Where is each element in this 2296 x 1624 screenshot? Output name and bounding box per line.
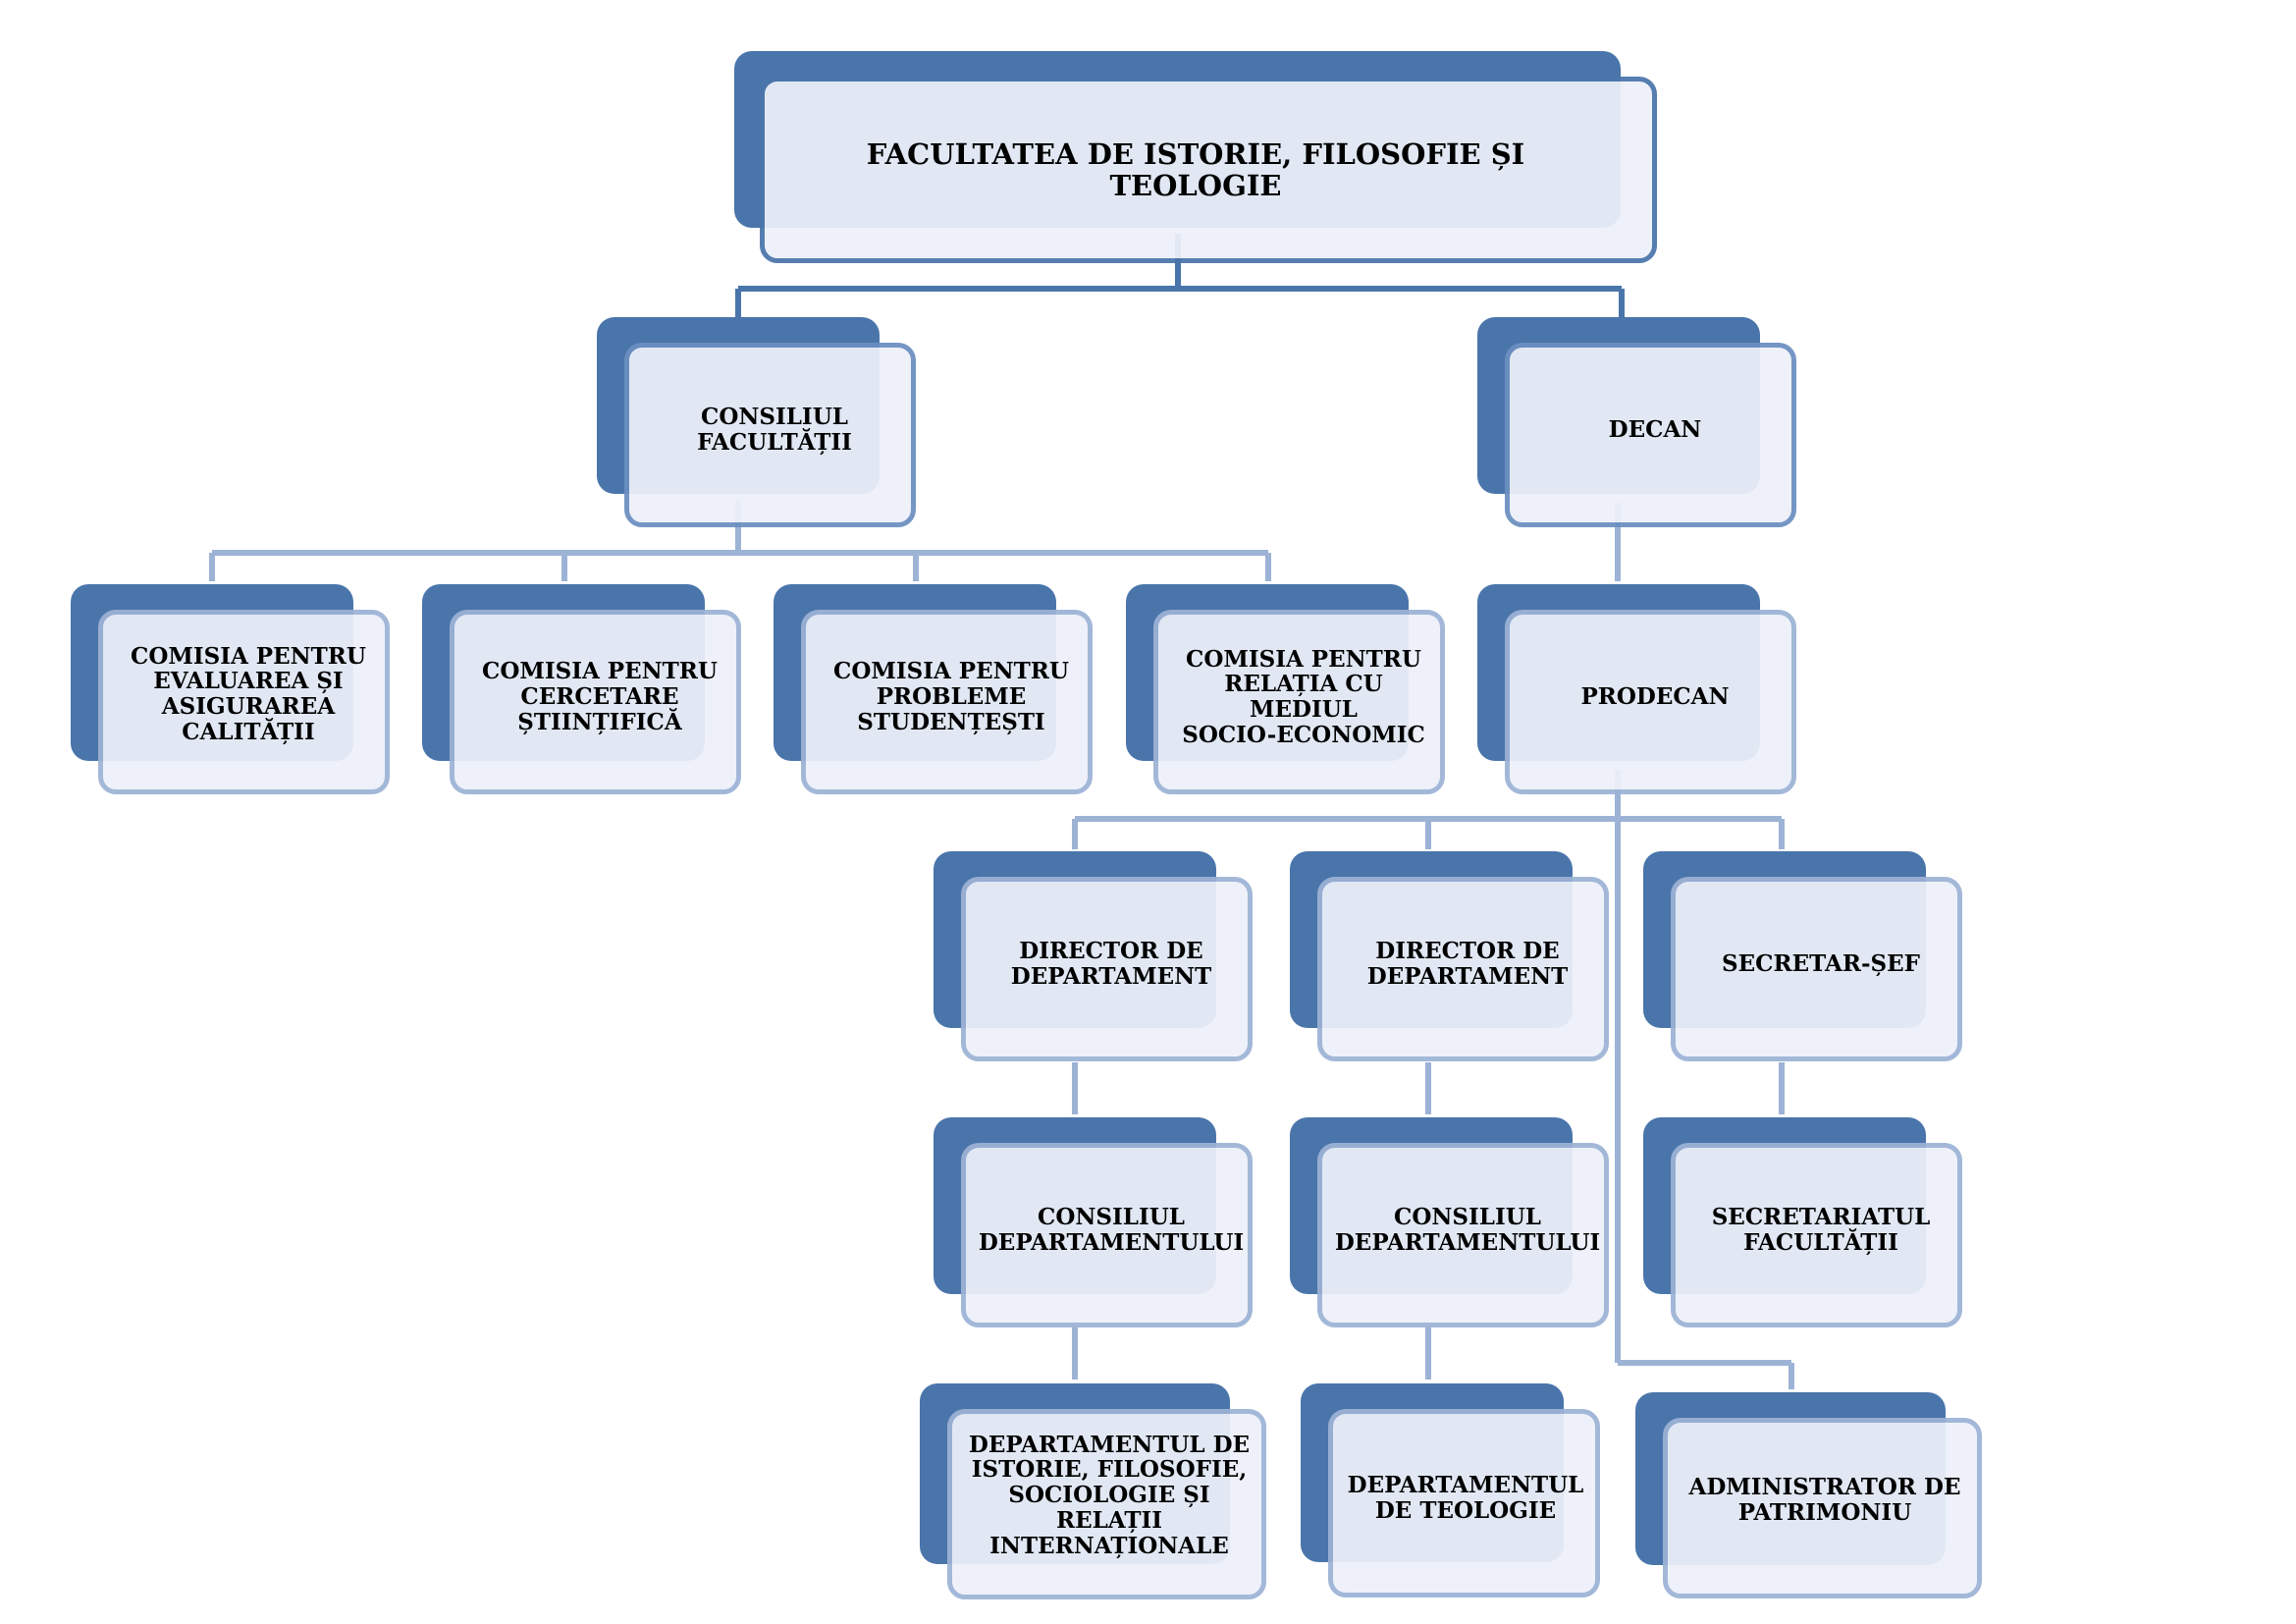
node-director-2-label: DIRECTOR DE DEPARTAMENT (1366, 938, 1569, 990)
node-dept-council-2: CONSILIUL DEPARTAMENTULUI (1290, 1117, 1609, 1327)
node-director-2: DIRECTOR DE DEPARTAMENT (1290, 851, 1609, 1061)
node-commission-quality: COMISIA PENTRU EVALUAREA ȘI ASIGURAREA C… (71, 584, 390, 794)
node-dept-history: DEPARTAMENTUL DE ISTORIE, FILOSOFIE, SOC… (920, 1383, 1266, 1599)
node-faculty: FACULTATEA DE ISTORIE, FILOSOFIE ȘI TEOL… (734, 51, 1657, 263)
node-dept-history-label: DEPARTAMENTUL DE ISTORIE, FILOSOFIE, SOC… (968, 1431, 1251, 1559)
node-dept-council-1: CONSILIUL DEPARTAMENTULUI (934, 1117, 1253, 1327)
node-director-1: DIRECTOR DE DEPARTAMENT (934, 851, 1253, 1061)
node-patrimony-admin: ADMINISTRATOR DE PATRIMONIU (1635, 1392, 1982, 1598)
node-commission-research-label: COMISIA PENTRU CERCETARE ȘTIINȚIFICĂ (482, 658, 718, 735)
node-commission-socio: COMISIA PENTRU RELAȚIA CU MEDIUL SOCIO-E… (1126, 584, 1445, 794)
node-dept-theology: DEPARTAMENTUL DE TEOLOGIE (1301, 1383, 1600, 1597)
node-dept-theology-label: DEPARTAMENTUL DE TEOLOGIE (1347, 1472, 1584, 1524)
node-commission-research: COMISIA PENTRU CERCETARE ȘTIINȚIFICĂ (422, 584, 741, 794)
node-secretariat: SECRETARIATUL FACULTĂȚII (1643, 1117, 1962, 1327)
node-commission-quality-label: COMISIA PENTRU EVALUAREA ȘI ASIGURAREA C… (131, 642, 366, 745)
node-vice-dean: PRODECAN (1477, 584, 1796, 794)
node-vice-dean-label: PRODECAN (1580, 683, 1730, 711)
node-director-1-label: DIRECTOR DE DEPARTAMENT (1010, 938, 1212, 990)
node-commission-students-label: COMISIA PENTRU PROBLEME STUDENȚEȘTI (833, 658, 1069, 735)
node-council: CONSILIUL FACULTĂȚII (597, 317, 916, 527)
node-dean-label: DECAN (1608, 416, 1702, 444)
node-commission-students: COMISIA PENTRU PROBLEME STUDENȚEȘTI (774, 584, 1093, 794)
node-chief-secretary: SECRETAR-ȘEF (1643, 851, 1962, 1061)
node-commission-socio-label: COMISIA PENTRU RELAȚIA CU MEDIUL SOCIO-E… (1182, 645, 1425, 748)
node-dean: DECAN (1477, 317, 1796, 527)
node-dept-council-1-label: CONSILIUL DEPARTAMENTULUI (978, 1204, 1245, 1256)
node-dept-council-2-label: CONSILIUL DEPARTAMENTULUI (1334, 1204, 1601, 1256)
node-secretariat-label: SECRETARIATUL FACULTĂȚII (1711, 1204, 1931, 1256)
node-chief-secretary-label: SECRETAR-ȘEF (1722, 950, 1920, 978)
node-patrimony-admin-label: ADMINISTRATOR DE PATRIMONIU (1688, 1474, 1961, 1526)
node-faculty-label: FACULTATEA DE ISTORIE, FILOSOFIE ȘI TEOL… (866, 136, 1525, 202)
node-council-label: CONSILIUL FACULTĂȚII (697, 404, 852, 456)
